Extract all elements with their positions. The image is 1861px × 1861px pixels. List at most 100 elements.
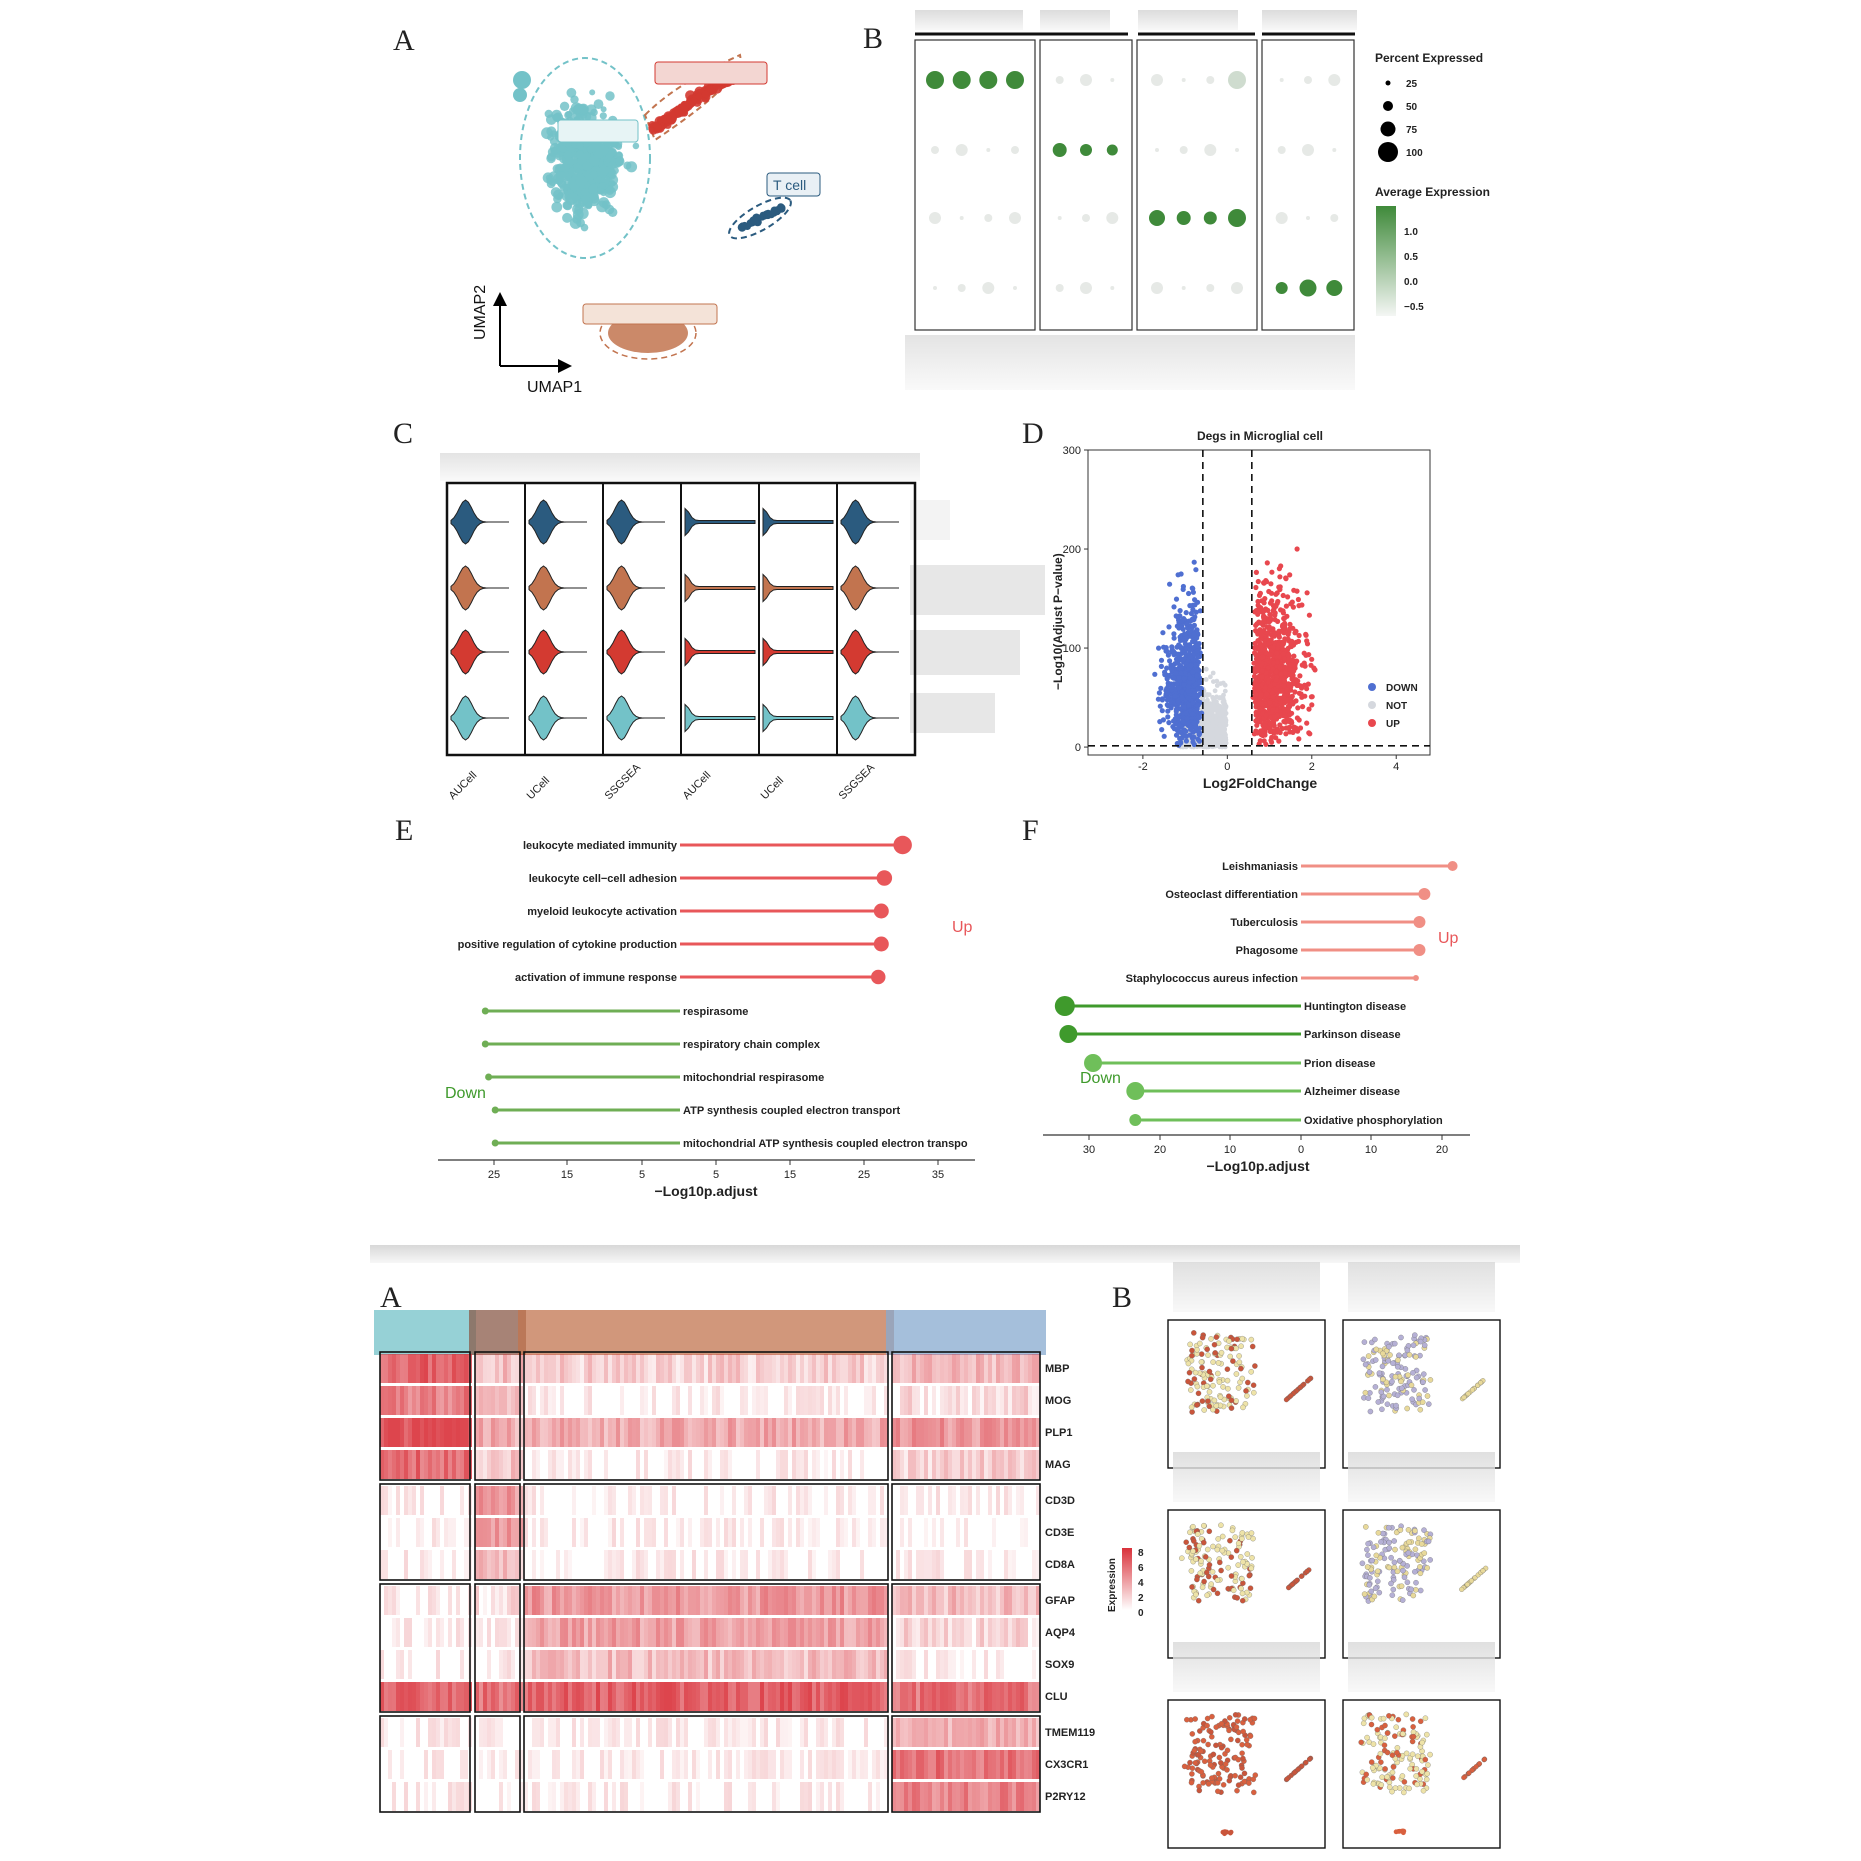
kegg-x-tick-label: 20 bbox=[1436, 1144, 1448, 1156]
kegg-up-term: Leishmaniasis bbox=[1222, 861, 1298, 873]
volcano-point-down bbox=[1156, 645, 1162, 651]
volcano-point-not bbox=[1206, 741, 1211, 746]
heatmap-cell bbox=[420, 1450, 424, 1479]
heatmap-cell bbox=[592, 1618, 596, 1647]
heatmap-cell bbox=[940, 1418, 944, 1447]
heatmap-cell bbox=[628, 1354, 632, 1383]
heatmap-cell bbox=[608, 1518, 612, 1547]
dotplot-dots bbox=[926, 71, 1343, 297]
heatmap-cell bbox=[896, 1650, 900, 1679]
heatmap-cell bbox=[572, 1354, 576, 1383]
heatmap-cell bbox=[916, 1618, 920, 1647]
heatmap-cell bbox=[936, 1418, 940, 1447]
heatmap-cell bbox=[716, 1618, 720, 1647]
heatmap-cell bbox=[440, 1450, 444, 1479]
heatmap-cell bbox=[511, 1650, 515, 1679]
heatmap-cell bbox=[384, 1486, 388, 1515]
dotplot-dot bbox=[1009, 212, 1021, 224]
heatmap-cell bbox=[1008, 1550, 1012, 1579]
heatmap-cell bbox=[968, 1586, 972, 1615]
heatmap-cell bbox=[756, 1682, 760, 1711]
volcano-point-up bbox=[1294, 588, 1300, 594]
heatmap-cell bbox=[684, 1650, 688, 1679]
heatmap-cell bbox=[760, 1618, 764, 1647]
volcano-point-down bbox=[1156, 690, 1162, 696]
volcano-point-up bbox=[1254, 668, 1260, 674]
heatmap-cell bbox=[800, 1586, 804, 1615]
heatmap-cell bbox=[872, 1386, 876, 1415]
heatmap-cell bbox=[420, 1518, 424, 1547]
heatmap-cell bbox=[491, 1386, 495, 1415]
heatmap-cell bbox=[728, 1354, 732, 1383]
heatmap-cell bbox=[836, 1386, 840, 1415]
volcano-point-down bbox=[1165, 708, 1171, 714]
volcano-point-up bbox=[1280, 622, 1286, 628]
heatmap-cell bbox=[712, 1386, 716, 1415]
heatmap-cell bbox=[828, 1682, 832, 1711]
heatmap-cell bbox=[640, 1486, 644, 1515]
heatmap-cell bbox=[928, 1718, 932, 1747]
volcano-point-up bbox=[1303, 632, 1309, 638]
heatmap-cell bbox=[612, 1618, 616, 1647]
heatmap-cell bbox=[940, 1354, 944, 1383]
heatmap-cell bbox=[491, 1586, 495, 1615]
heatmap-cell bbox=[656, 1354, 660, 1383]
volcano-point-not bbox=[1222, 688, 1228, 694]
heatmap-cell bbox=[700, 1682, 704, 1711]
heatmap-cell bbox=[976, 1682, 980, 1711]
volcano-point-down bbox=[1195, 654, 1201, 660]
volcano-point-up bbox=[1259, 728, 1265, 734]
heatmap-cell bbox=[812, 1418, 816, 1447]
umap-cell-oligo bbox=[580, 188, 589, 196]
heatmap-cell bbox=[868, 1618, 872, 1647]
heatmap-cell bbox=[491, 1550, 495, 1579]
heatmap-cell bbox=[1012, 1718, 1016, 1747]
volcano-point-up bbox=[1263, 712, 1269, 719]
heatmap-cell bbox=[656, 1650, 660, 1679]
heatmap-cell bbox=[996, 1354, 1000, 1383]
heatmap-cell bbox=[1000, 1682, 1004, 1711]
umap-cell-oligo bbox=[559, 101, 570, 112]
heatmap-cell bbox=[384, 1450, 388, 1479]
heatmap-cell bbox=[596, 1354, 600, 1383]
heatmap-cell bbox=[560, 1450, 564, 1479]
size-legend-dot bbox=[1383, 101, 1393, 111]
heatmap-cell bbox=[487, 1486, 491, 1515]
heatmap-cell bbox=[896, 1354, 900, 1383]
heatmap-cell bbox=[816, 1518, 820, 1547]
heatmap-cell bbox=[408, 1418, 412, 1447]
heatmap-cell bbox=[648, 1586, 652, 1615]
heatmap-cell bbox=[548, 1618, 552, 1647]
heatmap-cell bbox=[708, 1450, 712, 1479]
heatmap-cell bbox=[780, 1682, 784, 1711]
dotplot-dot bbox=[1231, 282, 1243, 294]
heatmap-cell bbox=[912, 1586, 916, 1615]
umap-cell-micro bbox=[653, 122, 660, 129]
volcano-point-up bbox=[1268, 652, 1274, 658]
heatmap-cell bbox=[540, 1386, 544, 1415]
dotplot-dot bbox=[1304, 76, 1312, 84]
heatmap-cell bbox=[660, 1650, 664, 1679]
violin-shape bbox=[840, 499, 899, 545]
heatmap-cell bbox=[503, 1518, 507, 1547]
heatmap-cell bbox=[968, 1682, 972, 1711]
heatmap-cell bbox=[572, 1618, 576, 1647]
go-down-dot bbox=[491, 1139, 499, 1147]
heatmap-cell bbox=[988, 1486, 992, 1515]
heatmap-cell bbox=[1000, 1418, 1004, 1447]
heatmap-cell bbox=[388, 1354, 392, 1383]
heatmap-cell bbox=[636, 1354, 640, 1383]
heatmap-cell bbox=[452, 1682, 456, 1711]
umap-cell-tcell bbox=[745, 223, 751, 229]
heatmap-cell bbox=[944, 1682, 948, 1711]
heatmap-cell bbox=[828, 1618, 832, 1647]
heatmap-cell bbox=[764, 1718, 768, 1747]
heatmap-cell bbox=[495, 1450, 499, 1479]
violin-shape bbox=[450, 695, 509, 741]
heatmap-cell bbox=[876, 1650, 880, 1679]
heatmap-cell bbox=[600, 1586, 604, 1615]
heatmap-cell bbox=[528, 1682, 532, 1711]
heatmap-cell bbox=[752, 1354, 756, 1383]
heatmap-cell bbox=[1004, 1718, 1008, 1747]
heatmap-cell bbox=[1028, 1386, 1032, 1415]
